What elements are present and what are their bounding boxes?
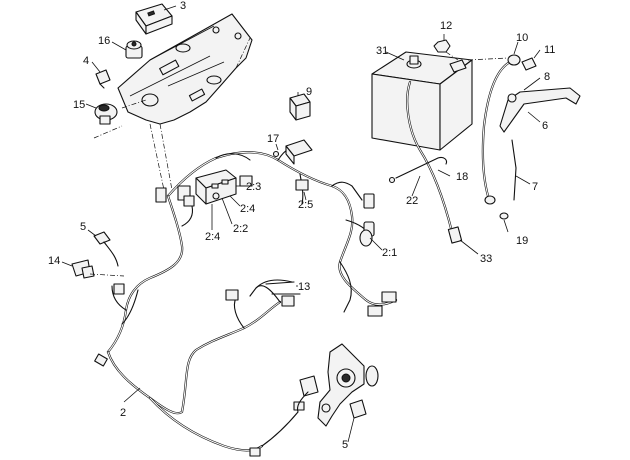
callout-10: 10 xyxy=(516,32,528,44)
callout-19: 19 xyxy=(516,235,528,247)
callout-22: 22 xyxy=(406,195,418,207)
callout-17: 17 xyxy=(267,133,279,145)
callout-9: 9 xyxy=(306,86,312,98)
callout-33: 33 xyxy=(480,253,492,265)
callout-31: 31 xyxy=(376,45,388,57)
terminal-nut xyxy=(433,39,459,61)
callout-2-3: 2:3 xyxy=(246,181,261,193)
mounting-plate xyxy=(117,13,253,125)
lighting-harness xyxy=(265,281,301,295)
callout-3: 3 xyxy=(180,0,186,12)
battery-hold-down xyxy=(499,87,581,201)
callout-2-4-right: 2:4 xyxy=(240,203,255,215)
callout-16: 16 xyxy=(98,35,110,47)
callout-5-bottom: 5 xyxy=(342,439,348,451)
callout-2: 2 xyxy=(120,407,126,419)
callout-12: 12 xyxy=(440,20,452,32)
callout-2-4-left: 2:4 xyxy=(205,231,220,243)
callout-6: 6 xyxy=(542,120,548,132)
main-wire-harness xyxy=(94,147,398,457)
callout-13: 13 xyxy=(298,281,310,293)
callout-18: 18 xyxy=(456,171,468,183)
battery-cables xyxy=(388,60,512,244)
callout-2-1: 2:1 xyxy=(382,247,397,259)
callout-5-left: 5 xyxy=(80,221,86,233)
callout-2-5: 2:5 xyxy=(298,199,313,211)
battery-clamp-bolt xyxy=(467,54,537,71)
callout-14: 14 xyxy=(48,255,60,267)
round-connector xyxy=(359,229,373,247)
control-module xyxy=(135,3,173,35)
harness-clip xyxy=(95,69,111,89)
fuse-block xyxy=(195,169,237,205)
battery xyxy=(371,51,473,151)
callout-11: 11 xyxy=(544,44,555,56)
pto-switch xyxy=(94,103,118,125)
callout-7: 7 xyxy=(532,181,538,193)
interlock-switch xyxy=(71,259,125,279)
callout-leaders xyxy=(61,5,541,443)
callout-4: 4 xyxy=(83,55,89,67)
callout-15: 15 xyxy=(73,99,85,111)
brake-switch-bracket xyxy=(296,343,379,427)
relay-socket xyxy=(272,139,313,165)
seat-switch-left xyxy=(93,231,119,267)
relay xyxy=(289,93,311,121)
callout-labels: 3 16 4 15 9 17 2:3 2:4 2:2 2:4 2:5 2:1 5… xyxy=(48,0,555,451)
assembly-dash-lines xyxy=(93,37,251,191)
callout-2-2: 2:2 xyxy=(233,223,248,235)
key-switch xyxy=(125,40,143,59)
callout-8: 8 xyxy=(544,71,550,83)
